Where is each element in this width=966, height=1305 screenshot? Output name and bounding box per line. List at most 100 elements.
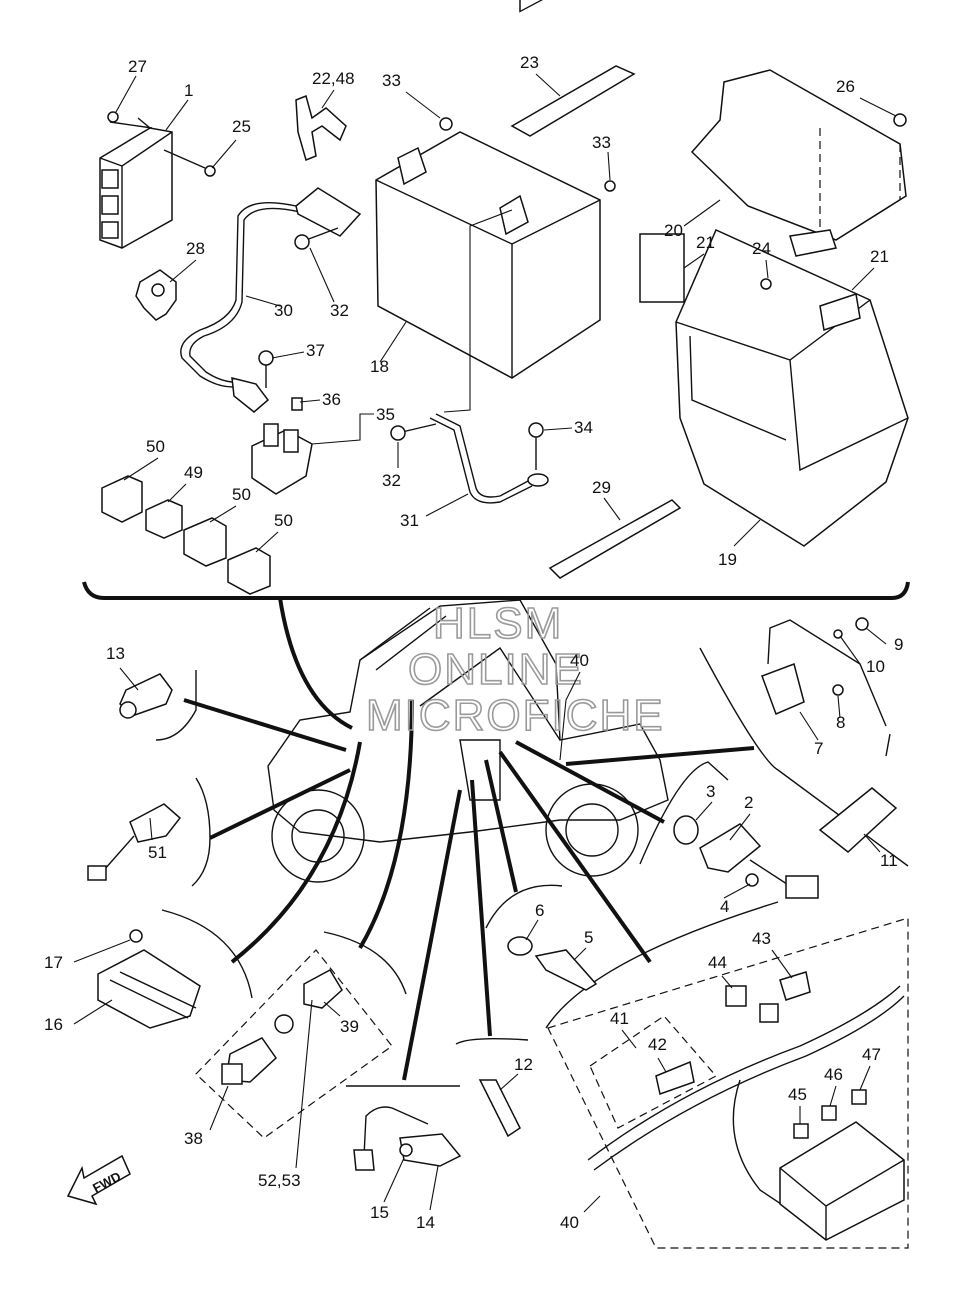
fuse-47-part[interactable] <box>851 1089 867 1105</box>
bolt-32-lower-part[interactable] <box>390 423 437 441</box>
callout-7[interactable]: 7 <box>814 739 823 758</box>
bolt-17-part[interactable] <box>129 929 143 943</box>
callout-12[interactable]: 12 <box>514 1055 533 1074</box>
spark-plug-12-part[interactable] <box>478 1079 521 1138</box>
battery-part[interactable] <box>375 0 601 379</box>
bolt-32-upper-part[interactable] <box>294 227 339 250</box>
callout-42[interactable]: 42 <box>648 1035 667 1054</box>
clip-28-part[interactable] <box>135 269 177 321</box>
clip-22-48-part[interactable] <box>295 94 347 162</box>
sensor-14-part[interactable] <box>353 1106 462 1171</box>
callout-10[interactable]: 10 <box>866 657 885 676</box>
callout-8[interactable]: 8 <box>836 713 845 732</box>
fuse-box-part[interactable] <box>779 1121 905 1241</box>
pad-21-left-part[interactable] <box>639 233 685 303</box>
relay-part[interactable] <box>759 1003 779 1023</box>
callout-39[interactable]: 39 <box>340 1017 359 1036</box>
callout-29[interactable]: 29 <box>592 478 611 497</box>
callout-11[interactable]: 11 <box>880 851 898 870</box>
connector-50-b-part[interactable] <box>183 517 227 567</box>
switch-39-part[interactable] <box>303 969 343 1009</box>
rectifier-16-part[interactable] <box>97 949 201 1029</box>
callout-14[interactable]: 14 <box>416 1213 435 1232</box>
callout-40-upper[interactable]: 40 <box>570 651 589 670</box>
callout-9[interactable]: 9 <box>894 635 903 654</box>
sensor-51-part[interactable] <box>87 803 182 881</box>
battery-box-part[interactable] <box>675 229 909 547</box>
screw-9-part[interactable] <box>855 617 869 631</box>
callout-33-upper[interactable]: 33 <box>382 71 401 90</box>
cable-tie-29-part[interactable] <box>548 499 682 579</box>
callout-3[interactable]: 3 <box>706 782 715 801</box>
connector-50-a-part[interactable] <box>101 475 143 523</box>
callout-18[interactable]: 18 <box>370 357 389 376</box>
callout-31[interactable]: 31 <box>400 511 419 530</box>
callout-38[interactable]: 38 <box>184 1129 203 1148</box>
callout-20[interactable]: 20 <box>664 221 683 240</box>
battery-cover-part[interactable] <box>690 69 907 241</box>
callout-52-53[interactable]: 52,53 <box>258 1171 301 1190</box>
callout-19[interactable]: 19 <box>718 550 737 569</box>
bolt-4-part[interactable] <box>745 873 759 887</box>
strap-23-part[interactable] <box>510 65 636 137</box>
ignition-coil-7-part[interactable] <box>761 619 898 853</box>
fuse-45-part[interactable] <box>793 1123 809 1139</box>
cable-30-part[interactable] <box>180 187 362 413</box>
callout-51[interactable]: 51 <box>148 843 167 862</box>
starter-relay-part[interactable] <box>251 423 313 495</box>
bolt-25-part[interactable] <box>163 149 216 177</box>
callout-47[interactable]: 47 <box>862 1045 881 1064</box>
callout-6[interactable]: 6 <box>535 901 544 920</box>
connector-43-part[interactable] <box>779 971 811 1001</box>
callout-13[interactable]: 13 <box>106 644 125 663</box>
pad-21-top-part[interactable] <box>789 229 837 257</box>
connector-49-part[interactable] <box>145 499 183 539</box>
nut-33-upper-part[interactable] <box>439 117 453 131</box>
callout-23[interactable]: 23 <box>520 53 539 72</box>
callout-15[interactable]: 15 <box>370 1203 389 1222</box>
connector-50-c-part[interactable] <box>227 547 271 595</box>
callout-49[interactable]: 49 <box>184 463 203 482</box>
callout-28[interactable]: 28 <box>186 239 205 258</box>
nut-part[interactable] <box>274 1014 294 1034</box>
bolt-8-part[interactable] <box>832 684 844 696</box>
callout-16[interactable]: 16 <box>44 1015 63 1034</box>
callout-35[interactable]: 35 <box>376 405 395 424</box>
bolt-24-part[interactable] <box>760 278 772 290</box>
callout-43[interactable]: 43 <box>752 929 771 948</box>
callout-25[interactable]: 25 <box>232 117 251 136</box>
fuse-46-part[interactable] <box>821 1105 837 1121</box>
callout-34[interactable]: 34 <box>574 418 593 437</box>
callout-24[interactable]: 24 <box>752 239 771 258</box>
pad-21-right-part[interactable] <box>819 293 861 331</box>
bolt-37-part[interactable] <box>258 350 274 388</box>
callout-41[interactable]: 41 <box>610 1009 629 1028</box>
callout-32-lower[interactable]: 32 <box>382 471 401 490</box>
callout-22-48[interactable]: 22,48 <box>312 69 355 88</box>
callout-33-right[interactable]: 33 <box>592 133 611 152</box>
ecu-part[interactable] <box>99 117 173 249</box>
callout-50-a[interactable]: 50 <box>146 437 165 456</box>
bolt-34-part[interactable] <box>527 422 549 487</box>
callout-50-b[interactable]: 50 <box>232 485 251 504</box>
callout-40-lower[interactable]: 40 <box>560 1213 579 1232</box>
sensor-13-part[interactable] <box>119 673 173 719</box>
callout-37[interactable]: 37 <box>306 341 325 360</box>
fuse-36-part[interactable] <box>291 397 303 411</box>
callout-4[interactable]: 4 <box>720 897 729 916</box>
bolt-15-part[interactable] <box>399 1143 413 1157</box>
callout-1[interactable]: 1 <box>184 81 193 100</box>
cable-31-part[interactable] <box>429 209 533 504</box>
callout-5[interactable]: 5 <box>584 928 593 947</box>
callout-21-right[interactable]: 21 <box>870 247 889 266</box>
nut-33-right-part[interactable] <box>604 180 616 192</box>
callout-50-c[interactable]: 50 <box>274 511 293 530</box>
callout-26[interactable]: 26 <box>836 77 855 96</box>
switch-38-part[interactable] <box>221 1037 277 1085</box>
speed-sensor-2-part[interactable] <box>673 815 819 899</box>
sensor-5-part[interactable] <box>507 936 598 991</box>
callout-21-left[interactable]: 21 <box>696 233 715 252</box>
callout-45[interactable]: 45 <box>788 1085 807 1104</box>
relay-44-part[interactable] <box>725 985 747 1007</box>
callout-46[interactable]: 46 <box>824 1065 843 1084</box>
